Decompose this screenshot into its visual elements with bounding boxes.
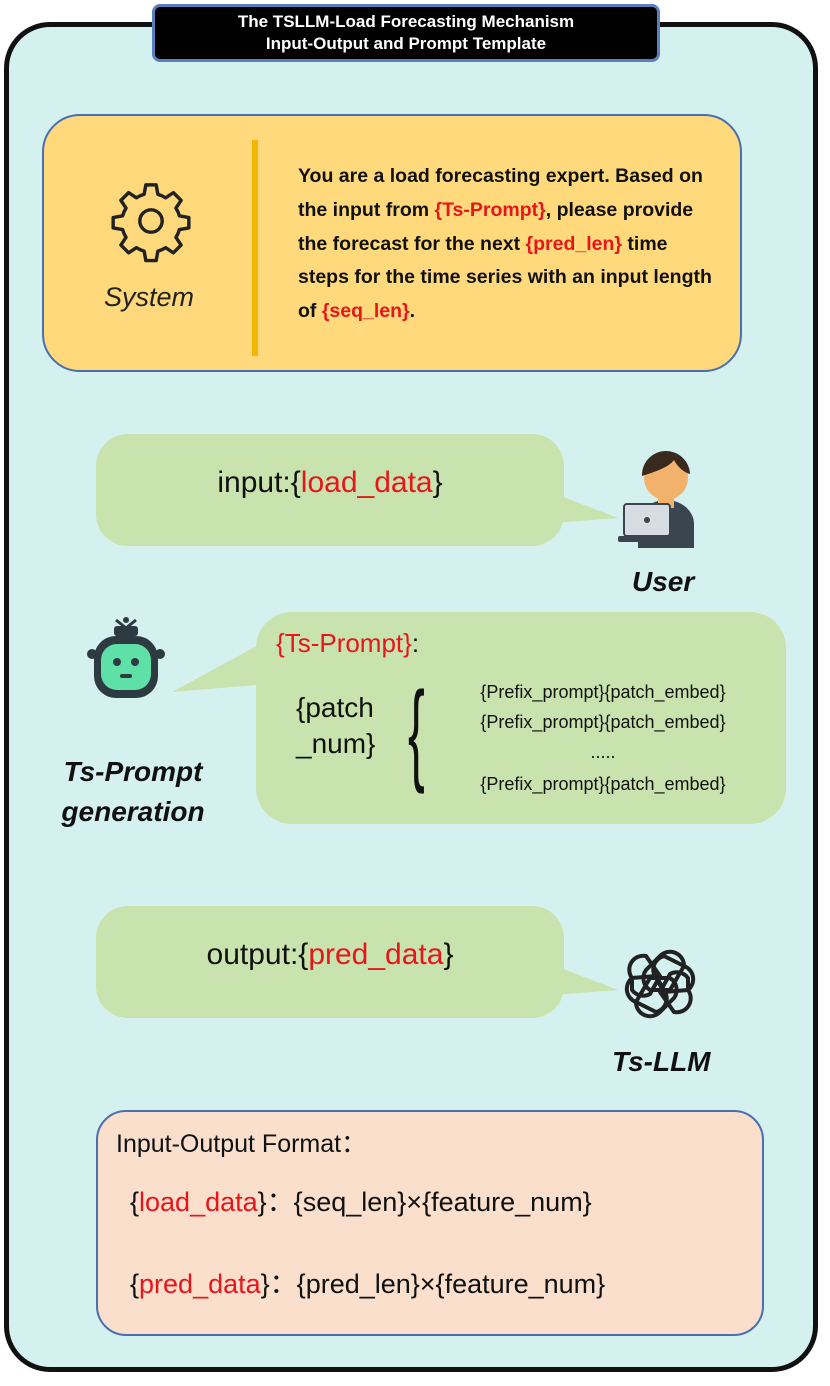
input-bubble-tail: [540, 488, 618, 524]
input-prefix: input:: [217, 466, 291, 499]
system-divider: [252, 140, 258, 356]
diagram-title: The TSLLM-Load Forecasting Mechanism Inp…: [152, 4, 660, 62]
format-title: Input-Output Format：: [116, 1130, 367, 1158]
ts-prompt-label-line-2: generation: [61, 796, 205, 827]
system-label: System: [104, 282, 195, 312]
output-bubble: [96, 906, 564, 1018]
output-bubble-tail: [540, 960, 618, 996]
prompt-row: {Prefix_prompt}{patch_embed}: [480, 712, 726, 732]
system-text-a: You are a load forecasting expert. Based…: [298, 165, 703, 221]
input-bubble: [96, 434, 564, 546]
llm-knot-icon: [624, 949, 696, 1019]
system-panel: [42, 114, 742, 372]
format-row-load-data: {load_data}：{seq_len}×{feature_num}: [130, 1187, 592, 1217]
user-laptop-icon: [618, 450, 694, 548]
system-text-c: time steps for the time series with an i…: [298, 232, 712, 323]
ts-prompt-heading: {Ts-Prompt}:: [276, 628, 420, 658]
ts-prompt-suffix: :: [411, 628, 420, 658]
format-var-load-data: load_data: [139, 1187, 258, 1217]
output-text: output:{pred_data}: [206, 938, 454, 971]
title-line-2: Input-Output and Prompt Template: [265, 34, 547, 53]
ts-llm-label: Ts-LLM: [612, 1046, 711, 1077]
output-prefix: output:: [206, 938, 299, 971]
system-var-ts-prompt: {Ts-Prompt}: [434, 198, 546, 221]
user-label: User: [632, 566, 695, 597]
format-row1-dims: ：{seq_len}×{feature_num}: [266, 1187, 592, 1217]
prompt-row: {Prefix_prompt}{patch_embed}: [480, 774, 726, 794]
system-prompt-text: You are a load forecasting expert. Based…: [298, 160, 718, 329]
prompt-row-ellipsis: .....: [590, 742, 616, 762]
title-line-1: The TSLLM-Load Forecasting Mechanism: [237, 12, 575, 31]
input-var: load_data: [300, 466, 433, 499]
prompt-row: {Prefix_prompt}{patch_embed}: [480, 682, 726, 702]
format-row2-dims: ：{pred_len}×{feature_num}: [269, 1269, 606, 1299]
curly-brace: {: [408, 669, 425, 794]
format-row-pred-data: {pred_data}：{pred_len}×{feature_num}: [130, 1269, 606, 1299]
ts-prompt-var: Ts-Prompt: [284, 628, 404, 658]
format-var-pred-data: pred_data: [139, 1269, 261, 1299]
input-text: input:{load_data}: [217, 466, 443, 499]
system-var-pred-len: {pred_len}: [525, 232, 623, 255]
input-output-format-panel: [96, 1110, 764, 1336]
system-var-seq-len: {seq_len}: [321, 300, 410, 323]
system-text-b: , please provide the forecast for the ne…: [298, 198, 694, 255]
ts-prompt-bubble-tail: [172, 640, 268, 692]
ts-prompt-label-line-1: Ts-Prompt: [63, 756, 203, 787]
ts-prompt-generation-label: Ts-Prompt generation: [48, 752, 218, 832]
patch-num-line-2: _num}: [296, 728, 376, 759]
patch-num-line-1: {patch: [296, 692, 374, 723]
robot-icon: [87, 617, 165, 698]
system-text-d: .: [409, 300, 416, 323]
patch-num-label: {patch _num}: [296, 690, 375, 762]
gear-icon: [111, 183, 191, 263]
output-var: pred_data: [308, 938, 444, 971]
ts-prompt-bubble: [256, 612, 786, 824]
